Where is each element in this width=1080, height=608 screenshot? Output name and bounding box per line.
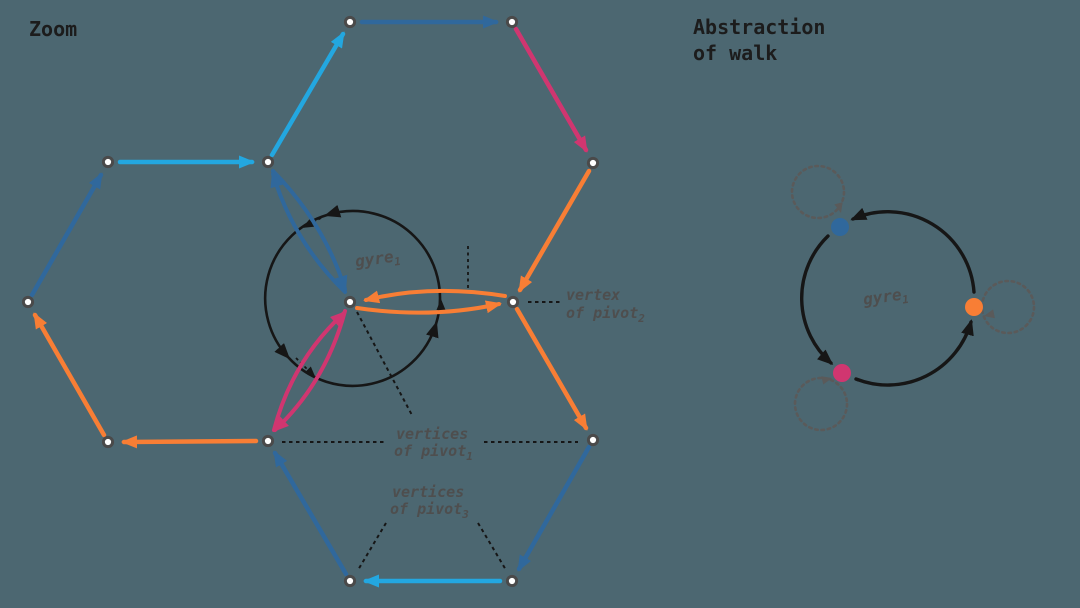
cycle-arc-pink-to-orange: [854, 319, 974, 387]
vertex-node-pivot3b: [505, 574, 519, 588]
leader-pivot1-center: [356, 311, 414, 418]
orange-edges: [32, 168, 592, 449]
lens-blue-down: [271, 169, 348, 292]
pivot-lens-blue: [270, 169, 348, 294]
edge-db-left: [29, 172, 104, 298]
self-loop-arrowheads: [821, 202, 995, 385]
vertices-pivot3-label-line2: of pivot3: [390, 500, 469, 521]
vertices-pivot3-label-line1: vertices: [392, 483, 464, 501]
edge-or-from-pivot2: [514, 306, 589, 431]
vertex-pivot2-label-line1: vertex: [566, 286, 620, 304]
edge-or-left-up: [32, 312, 107, 438]
abstraction-cycle: [800, 207, 976, 387]
cycle-arc-blue-to-pink: [800, 234, 834, 365]
self-loop-arrowhead-pink: [821, 376, 832, 385]
gyre-arc-top: [324, 204, 442, 325]
vertex-node: [21, 295, 35, 309]
vertices-pivot1-label-line1: vertices: [396, 425, 468, 443]
gyre-hint-arrow-bottom: [295, 357, 316, 378]
zoom-panel-title: Zoom: [29, 17, 77, 41]
light-blue-edges: [117, 31, 503, 588]
self-loop-pink-state: [793, 376, 849, 432]
vertex-node: [101, 435, 115, 449]
leader-pivot3-left: [357, 522, 387, 571]
vertex-node-gyre-center: [343, 295, 357, 309]
pivot-lens-pink: [272, 309, 347, 433]
vertex-node-pivot1: [261, 434, 275, 448]
lens-orange-right: [355, 300, 502, 315]
lens-orange-left: [363, 288, 507, 304]
lattice-vertices: [21, 15, 600, 588]
edge-db-bottom-up: [272, 450, 349, 577]
vertex-node-pivot2: [506, 295, 520, 309]
abstraction-panel-title-line2: of walk: [693, 41, 777, 65]
lens-blue-up: [270, 171, 347, 294]
edge-lb-up-right: [269, 31, 346, 158]
vertices-pivot1-label-line2: of pivot1: [394, 442, 473, 463]
vertex-node: [261, 155, 275, 169]
edge-db-right-down: [516, 444, 592, 572]
dark-blue-edges: [29, 15, 592, 577]
self-loop-blue-state: [790, 164, 846, 220]
edge-or-into-pivot2: [517, 168, 592, 293]
vertex-node: [505, 15, 519, 29]
vertex-node: [343, 15, 357, 29]
lens-pink-up: [272, 310, 347, 432]
abstraction-panel-title-line1: Abstraction: [693, 15, 825, 39]
state-dot-pink: [833, 364, 851, 382]
leader-pivot3-right: [477, 522, 507, 571]
vertex-node: [586, 156, 600, 170]
label-leaders: [282, 301, 578, 571]
vertex-pivot2-label-line2: of pivot2: [566, 304, 645, 325]
cycle-arc-orange-to-blue: [850, 207, 976, 294]
state-dot-orange: [965, 298, 983, 316]
self-loop-arrowhead-blue: [834, 202, 843, 213]
edge-or-bottom-left: [121, 435, 259, 449]
vertex-node: [101, 155, 115, 169]
vertex-node: [586, 433, 600, 447]
state-dot-blue: [831, 218, 849, 236]
self-loop-arrowhead-orange: [984, 309, 995, 319]
pink-edges: [513, 26, 589, 153]
vertex-node-pivot3: [343, 574, 357, 588]
edge-pk-down-right: [513, 26, 589, 153]
pivot-lens-orange: [355, 288, 507, 315]
